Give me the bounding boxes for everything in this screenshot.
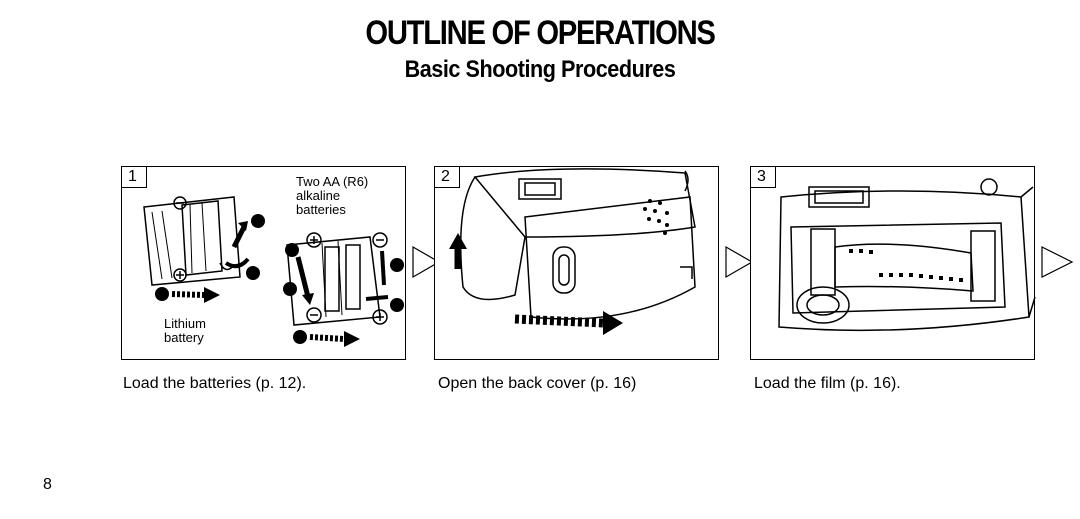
- step-1-panel: 1 Two AA (R6) alkaline batteries Lithium…: [121, 166, 406, 360]
- aa-batteries-label: Two AA (R6) alkaline batteries: [296, 174, 369, 217]
- step-2-caption: Open the back cover (p. 16): [438, 375, 637, 392]
- next-step-arrow-icon: [412, 245, 441, 279]
- step-3-panel: 3: [750, 166, 1036, 360]
- step-3-caption: Load the film (p. 16).: [754, 375, 901, 392]
- load-film-illustration: [778, 178, 1036, 332]
- page-subtitle: Basic Shooting Procedures: [404, 56, 676, 83]
- step-number: 3: [750, 166, 776, 188]
- next-step-arrow-icon: [1041, 246, 1074, 278]
- open-back-cover-illustration: [449, 168, 696, 335]
- page-title: OUTLINE OF OPERATIONS: [365, 14, 716, 52]
- page-number: 8: [43, 476, 52, 493]
- battery-loading-illustration: [143, 196, 404, 347]
- lithium-battery-label: Lithium battery: [164, 316, 206, 345]
- step-2-panel: 2: [434, 166, 719, 360]
- step-1-caption: Load the batteries (p. 12).: [123, 375, 307, 392]
- next-step-arrow-icon: [725, 245, 754, 279]
- step-number: 1: [121, 166, 147, 188]
- step-number: 2: [434, 166, 460, 188]
